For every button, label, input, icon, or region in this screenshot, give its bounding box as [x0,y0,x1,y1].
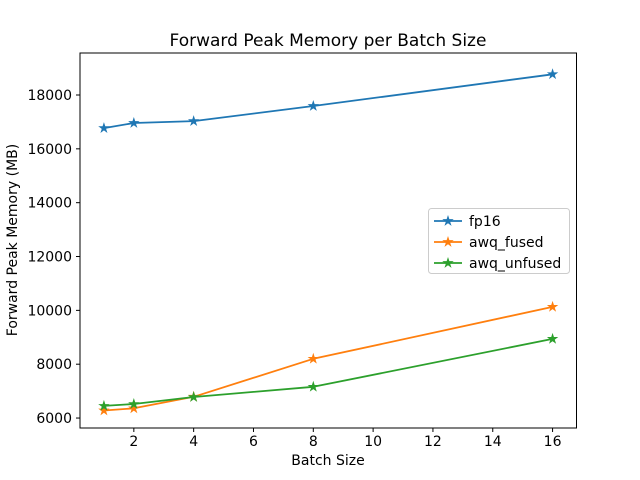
data-point-awq_fused-x8 [307,352,319,364]
data-point-fp16-x2 [128,116,140,128]
data-point-awq_unfused-x4 [187,391,200,402]
legend-box [428,208,570,274]
y-tick-label: 10000 [27,303,72,319]
x-tick-label: 4 [189,434,198,450]
data-point-awq_unfused-x2 [128,398,140,409]
legend-sample-marker-awq_fused [442,236,454,247]
x-tick-label: 2 [129,434,138,450]
data-point-fp16-x8 [307,100,319,111]
y-tick-label: 12000 [27,250,72,266]
x-tick-label: 16 [544,434,562,450]
data-point-awq_fused-x1 [98,404,110,416]
series-line-awq_unfused [103,337,554,407]
y-tick-label: 8000 [36,357,72,373]
x-tick-label: 12 [424,434,442,450]
y-tick-label: 18000 [27,88,72,104]
legend-label-awq_unfused: awq_unfused [469,256,561,272]
x-tick-label: 14 [484,434,502,450]
chart-title: Forward Peak Memory per Batch Size [170,31,487,51]
y-tick-label: 14000 [27,196,72,212]
x-axis-label: Batch Size [291,453,364,469]
series-line-fp16 [103,73,554,130]
x-tick-label: 6 [249,434,258,450]
data-point-awq_fused-x2 [128,402,140,414]
y-tick-label: 16000 [27,142,72,158]
legend-sample-marker-awq_unfused [442,257,454,268]
axes-frame [79,52,577,429]
data-point-awq_unfused-x8 [307,380,319,392]
legend-label-fp16: fp16 [469,214,501,230]
legend-sample-marker-fp16 [442,215,454,226]
series-line-awq_fused [103,305,554,412]
data-point-fp16-x1 [98,122,110,133]
y-tick-label: 6000 [36,411,72,427]
legend-label-awq_fused: awq_fused [469,235,544,251]
x-tick-label: 8 [309,434,318,450]
data-point-fp16-x4 [187,115,200,126]
x-tick-label: 10 [364,434,382,450]
data-point-awq_fused-x16 [546,300,559,312]
y-axis-label: Forward Peak Memory (MB) [5,144,21,336]
plot-area: 2 4 6 8 10 12 14 16 6000 8000 10000 12000 14000 16000… [27,52,577,450]
data-point-fp16-x16 [546,68,559,80]
data-point-awq_unfused-x1 [98,399,110,411]
data-point-awq_unfused-x16 [546,332,559,344]
